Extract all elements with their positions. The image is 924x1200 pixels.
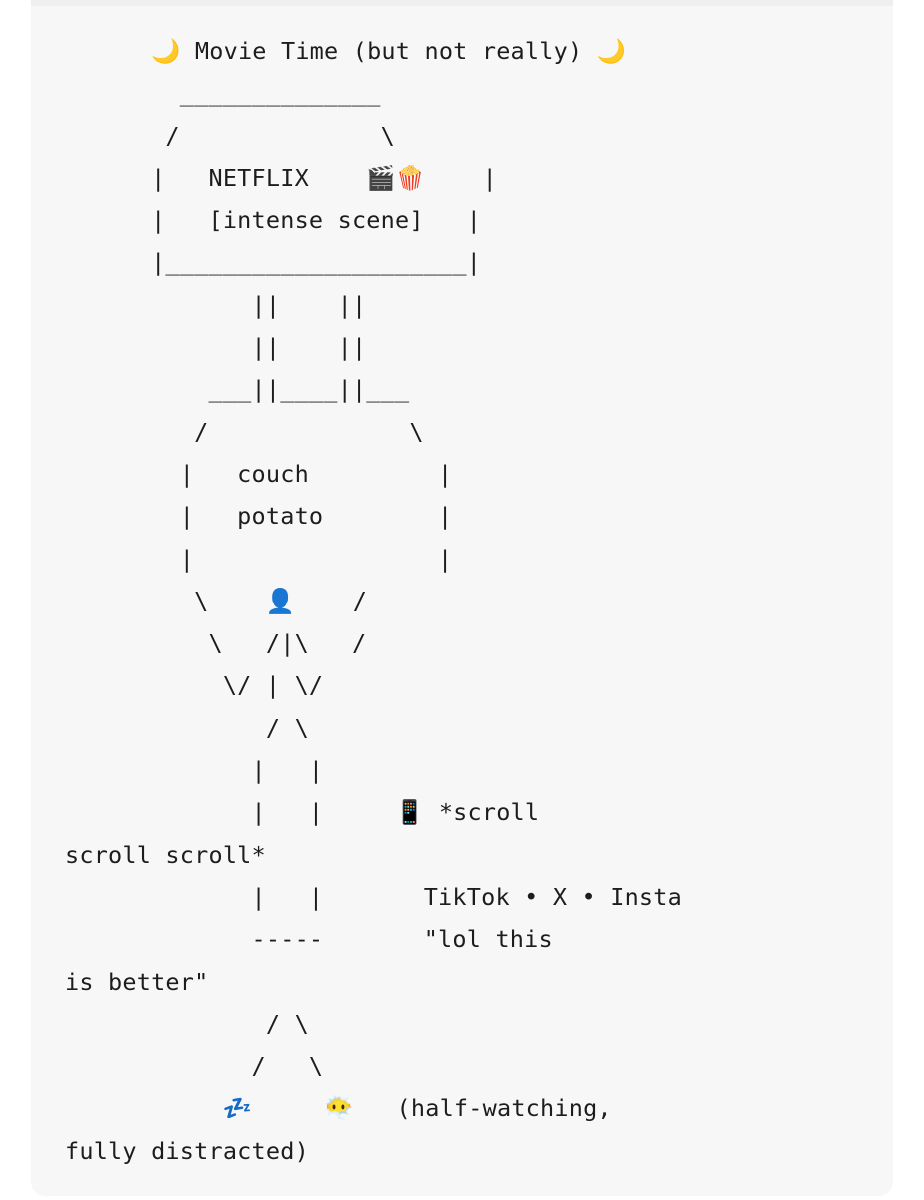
line-scroll-wrap: scroll scroll* (65, 840, 266, 869)
line-apps: | | TikTok • X • Insta (65, 882, 682, 911)
line-couch-top: ___||____||___ (65, 375, 410, 404)
line-couch: | couch | (65, 459, 453, 488)
line-couch-corners: / \ (65, 417, 424, 446)
line-lol-wrap: is better" (65, 967, 209, 996)
line-lol: ----- "lol this (65, 925, 553, 954)
line-scroll: | | 📱 *scroll (65, 798, 540, 827)
line-person-head: \ 👤 / (65, 586, 368, 615)
line-screen-top: ______________ (65, 79, 381, 108)
line-stand-2: || || (65, 333, 367, 362)
line-intense-scene: | [intense scene] | (65, 206, 482, 235)
line-person-torso: \/ | \/ (65, 671, 324, 700)
line-distracted: fully distracted) (65, 1136, 309, 1165)
line-half-watching: 💤 😶‍🌫️ (half-watching, (65, 1094, 612, 1123)
code-block: 🌙 Movie Time (but not really) 🌙 ________… (31, 0, 893, 1196)
line-person-arms: \ /|\ / (65, 629, 367, 658)
line-potato: | potato | (65, 502, 453, 531)
line-stand-1: || || (65, 290, 367, 319)
line-screen-corners: / \ (65, 121, 396, 150)
line-screen-bottom: |_____________________| (65, 248, 482, 277)
line-feet-2: / \ (65, 1052, 324, 1081)
line-legs-1: | | (65, 756, 324, 785)
line-person-hips: / \ (65, 713, 309, 742)
line-title: 🌙 Movie Time (but not really) 🌙 (65, 37, 627, 65)
line-feet-1: / \ (65, 1009, 309, 1038)
line-netflix: | NETFLIX 🎬🍿 | (65, 163, 497, 192)
ascii-art: 🌙 Movie Time (but not really) 🌙 ________… (65, 30, 682, 1172)
line-couch-empty: | | (65, 544, 453, 573)
